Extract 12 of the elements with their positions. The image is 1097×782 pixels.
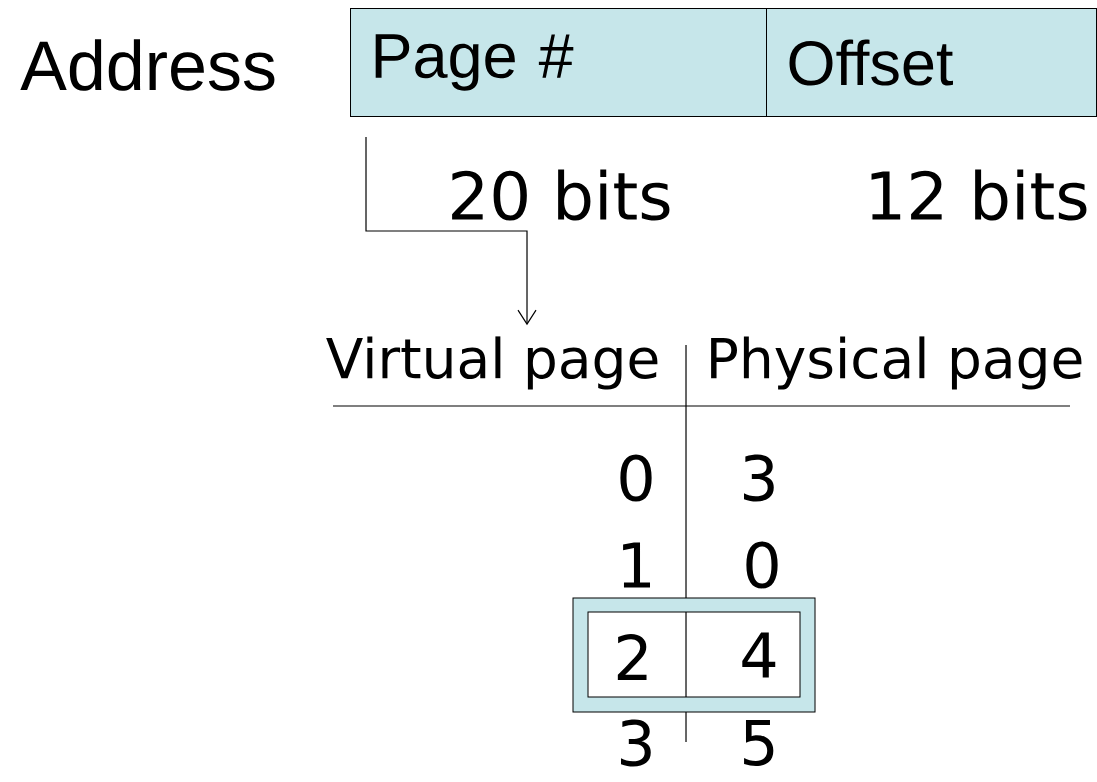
node-label: Offset (789, 39, 953, 86)
arrow (365, 136, 537, 326)
address-label: Address (20, 39, 275, 91)
column-header: Virtual page (326, 336, 658, 390)
table-value: 0 (620, 454, 652, 502)
highlighted-row: 2 4 (572, 597, 816, 713)
bit-width-label: 20 bits (452, 169, 670, 221)
field-box: Offset (766, 8, 1097, 117)
field-box: Page # (350, 8, 767, 117)
bit-width-label: 12 bits (871, 169, 1087, 221)
column-header: Physical page (711, 336, 1082, 390)
table-value: 3 (744, 454, 774, 502)
